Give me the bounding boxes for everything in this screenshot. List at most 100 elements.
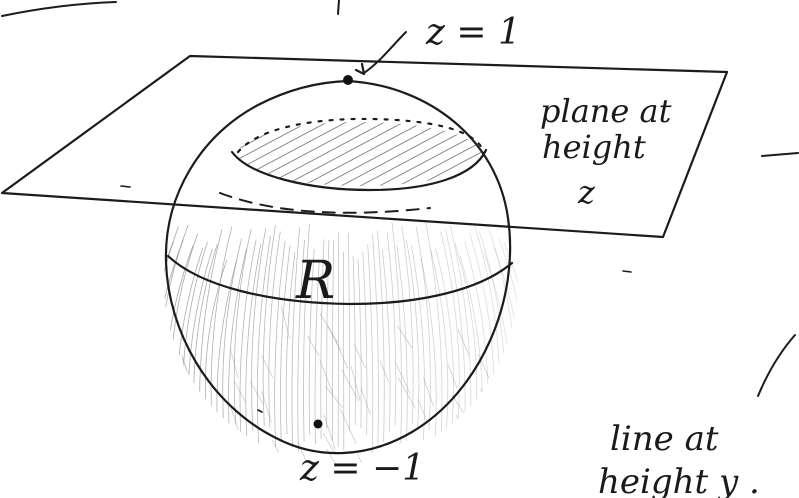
shading-stroke — [297, 239, 305, 452]
shading-stroke — [406, 240, 420, 428]
shading-stroke — [251, 228, 267, 431]
shading-stroke — [164, 224, 189, 428]
shading-stroke — [440, 231, 460, 430]
cap-cross-section-fill — [238, 122, 482, 186]
shading-stroke — [285, 252, 296, 435]
shading-stroke — [381, 249, 391, 432]
shading-stroke — [353, 344, 366, 369]
shading-stroke — [319, 359, 334, 394]
horizontal-plane — [0, 54, 729, 239]
shading-stroke — [357, 259, 362, 429]
shading-stroke — [503, 240, 518, 442]
shading-stroke — [271, 439, 287, 464]
shading-stroke — [394, 361, 411, 395]
shading-stroke — [367, 244, 374, 454]
shading-stroke — [326, 239, 330, 429]
shading-stroke — [411, 245, 426, 440]
shading-stroke — [268, 231, 281, 428]
shading-stroke — [274, 240, 286, 447]
shading-stroke — [233, 228, 252, 425]
shading-stroke — [477, 445, 491, 464]
shading-stroke — [493, 246, 518, 452]
shading-stroke — [279, 246, 291, 442]
stray-dash-right — [622, 270, 632, 273]
shading-stroke — [347, 232, 351, 432]
shading-stroke — [262, 225, 276, 427]
shading-stroke — [190, 435, 201, 458]
shading-stroke — [261, 390, 272, 423]
stray-dash-left — [120, 185, 131, 188]
shading-stroke — [261, 355, 274, 379]
shading-stroke — [480, 388, 490, 412]
shading-stroke — [401, 225, 414, 425]
stray-stroke-top-left — [1, 1, 117, 17]
shading-stroke — [320, 239, 325, 440]
cap-front-edge — [230, 148, 488, 192]
shading-stroke — [291, 227, 301, 448]
shading-stroke — [341, 369, 359, 402]
sphere-shading — [164, 222, 518, 464]
stray-dash-lower — [257, 409, 263, 413]
shading-stroke — [478, 231, 506, 446]
shading-stroke — [234, 382, 247, 403]
shading-stroke — [417, 399, 429, 426]
shading-stroke — [303, 223, 310, 442]
shading-stroke — [396, 245, 408, 441]
shading-stroke — [356, 452, 372, 464]
shading-stroke — [478, 354, 490, 379]
shading-stroke — [415, 226, 431, 431]
top-point-label: z = 1 — [425, 12, 521, 53]
shading-stroke — [322, 433, 337, 455]
shading-stroke — [420, 257, 437, 447]
line-at-height-stroke — [757, 334, 796, 397]
top-point-arrow — [363, 31, 407, 74]
shading-stroke — [449, 225, 472, 454]
shading-stroke — [352, 256, 356, 425]
region-label: R — [295, 251, 335, 311]
shading-stroke — [164, 226, 179, 447]
shading-stroke — [335, 339, 348, 369]
shading-stroke — [508, 222, 518, 432]
shading-stroke — [430, 250, 449, 434]
sphere-outline — [164, 79, 512, 455]
sphere-equator — [166, 254, 514, 306]
shading-stroke — [325, 385, 343, 409]
shading-stroke — [350, 365, 361, 401]
shading-stroke — [360, 388, 371, 415]
shading-stroke — [319, 313, 338, 343]
shading-stroke — [457, 328, 470, 356]
shading-stroke — [306, 335, 320, 357]
shading-stroke — [504, 394, 517, 421]
shading-stroke — [280, 306, 290, 339]
shading-stroke — [362, 251, 368, 435]
plane-label-line3: z — [577, 173, 596, 211]
shading-stroke — [308, 249, 315, 435]
shading-stroke — [222, 238, 242, 438]
bottom-point-label: z = −1 — [299, 448, 425, 489]
shading-stroke — [249, 381, 264, 405]
stray-stroke-top — [337, 0, 340, 15]
shading-stroke — [239, 239, 257, 448]
shading-stroke — [187, 248, 213, 450]
shading-stroke — [181, 355, 194, 392]
shading-stroke — [396, 325, 413, 349]
shading-stroke — [164, 245, 194, 442]
shading-stroke — [377, 230, 385, 443]
shading-stroke — [503, 380, 513, 407]
shading-stroke — [379, 360, 390, 383]
plane-label-line2: height — [542, 128, 646, 166]
shading-stroke — [464, 241, 489, 453]
shading-stroke — [456, 414, 471, 444]
shading-stroke — [164, 239, 184, 439]
line-label-line2: height y . — [598, 462, 760, 498]
shading-stroke — [469, 233, 495, 440]
shading-stroke — [386, 232, 397, 426]
shading-stroke — [331, 239, 335, 441]
shading-stroke — [454, 243, 478, 430]
shading-stroke — [228, 248, 247, 446]
shading-stroke — [425, 222, 443, 450]
top-point — [343, 75, 353, 85]
top-point-arrowhead — [354, 62, 366, 76]
shading-stroke — [489, 395, 507, 428]
